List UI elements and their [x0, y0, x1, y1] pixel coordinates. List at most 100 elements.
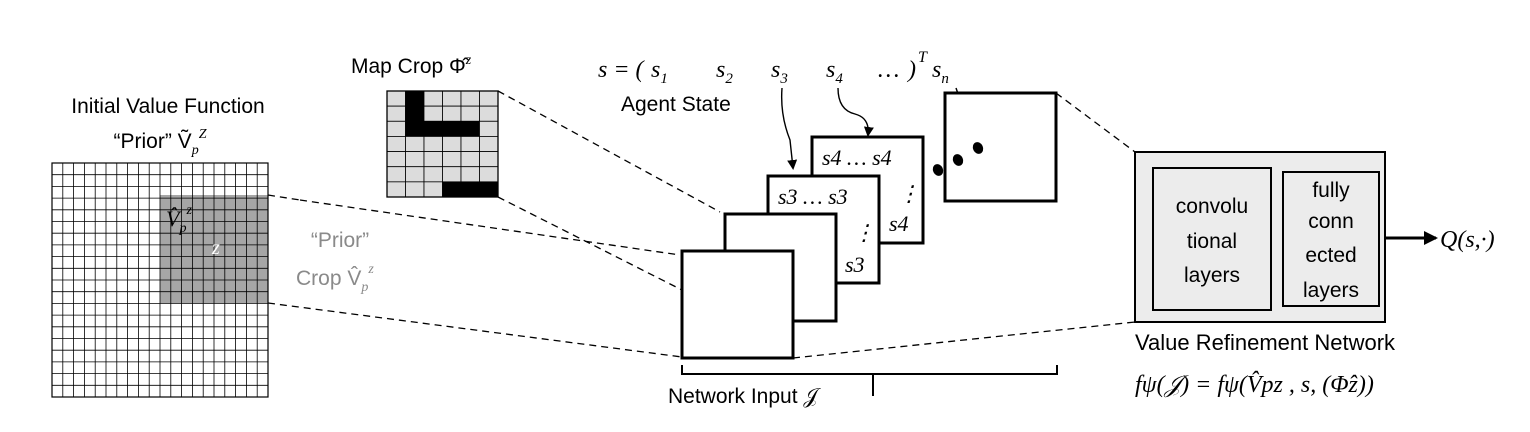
map-cell-obstacle	[423, 120, 443, 137]
prior-crop-label: “Prior” Crop V̂pz	[296, 229, 374, 295]
map-crop-label: Map Crop Φ̂z	[351, 53, 472, 78]
map-cell-free	[386, 120, 406, 137]
state-equation-suffix: )	[906, 57, 916, 83]
frame-s3-top: s3 … s3	[778, 184, 848, 209]
prior-crop-label-line2: Crop V̂pz	[296, 262, 374, 295]
prior-grid-border	[51, 162, 269, 398]
prior-crop-sym: V̂	[166, 206, 182, 231]
map-crop: Map Crop Φ̂z	[351, 53, 499, 198]
fc-label-3: ected	[1305, 244, 1356, 267]
fc-label-2: conn	[1308, 210, 1354, 233]
map-cell-obstacle	[479, 181, 499, 198]
map-cell-free	[423, 166, 443, 183]
map-cell-free	[460, 136, 480, 152]
map-cell-free	[442, 151, 462, 168]
prior-crop-sup: z	[185, 203, 192, 218]
frame-stack: s4 … s4 ⋮ s4 s3 … s3 ⋮ s3	[680, 91, 1058, 360]
prior-title-sup: Z	[199, 127, 207, 142]
map-cell-free	[423, 90, 443, 107]
ellipsis-dot-3	[972, 142, 984, 154]
map-cell-free	[442, 136, 462, 152]
map-cell-free	[479, 105, 499, 122]
ellipsis-dot-1	[932, 164, 944, 176]
state-transpose: T	[918, 49, 928, 66]
frame-s4-bottom: s4	[889, 211, 909, 236]
arrow-s3	[780, 87, 798, 170]
state-element: …	[878, 57, 899, 83]
frame-s3-bottom: s3	[845, 252, 865, 277]
map-cell-free	[386, 90, 406, 107]
conv-label-3: layers	[1184, 264, 1240, 287]
fc-label-4: layers	[1303, 279, 1359, 302]
map-cell-free	[423, 181, 443, 198]
map-crop-border	[386, 90, 499, 198]
frame-s4-dots: ⋮	[898, 181, 920, 206]
fc-layers-box	[1282, 171, 1380, 307]
map-cell-free	[386, 105, 406, 122]
prior-crop-symbol: V̂pz	[166, 203, 192, 236]
map-cell-free	[442, 105, 462, 122]
map-cell-free	[423, 136, 443, 152]
prior-crop-label-line1: “Prior”	[311, 229, 369, 252]
prior-title-sub: p	[191, 143, 199, 158]
map-connector-bottom	[497, 196, 683, 291]
network-connector-top	[1055, 92, 1136, 153]
value-refinement-network: convolu tional layers fully conn ected l…	[1134, 151, 1495, 398]
arrow-s4	[837, 87, 874, 137]
state-element: sn	[932, 57, 949, 87]
map-cell-free	[423, 151, 443, 168]
map-connector-top	[497, 90, 721, 213]
map-cell-free	[423, 105, 443, 122]
map-cell-free	[405, 181, 425, 198]
conv-layers-box	[1152, 167, 1272, 311]
prior-connectors	[267, 194, 683, 358]
map-cell-obstacle	[460, 120, 480, 137]
map-crop-label-text: Map Crop Φ̂	[351, 55, 470, 78]
agent-state-label: Agent State	[621, 93, 731, 116]
frame-s4-top: s4 … s4	[822, 145, 892, 170]
map-cell-free	[460, 166, 480, 183]
map-crop-label-sup: z	[465, 53, 472, 68]
network-output: Q(s,·)	[1440, 227, 1495, 253]
network-input-label: Network Input 𝒥	[668, 385, 821, 408]
prior-center-label: z	[211, 237, 220, 259]
map-cell-free	[479, 166, 499, 183]
state-element: s2	[716, 57, 733, 87]
map-cell-free	[405, 166, 425, 183]
map-cell-free	[460, 151, 480, 168]
map-cell-free	[460, 90, 480, 107]
network-input-bracket	[681, 365, 1058, 396]
map-cell-free	[405, 136, 425, 152]
bracket-shape	[681, 365, 1058, 375]
map-cell-obstacle	[442, 181, 462, 198]
map-cell-obstacle	[442, 120, 462, 137]
map-cell-free	[479, 90, 499, 107]
frame-map	[680, 249, 795, 360]
map-cell-obstacle	[405, 120, 425, 137]
map-cell-free	[460, 105, 480, 122]
prior-crop-label-sup: z	[367, 262, 374, 277]
network-connectors	[792, 92, 1136, 359]
prior-title-text: “Prior” Ṽ	[114, 129, 192, 153]
map-cell-free	[479, 120, 499, 137]
prior-crop-label-sub: p	[360, 280, 368, 295]
ellipsis-dot-2	[952, 154, 964, 166]
map-cell-free	[442, 90, 462, 107]
frame-s3-dots: ⋮	[853, 220, 875, 245]
prior-grid: V̂pz z	[51, 162, 269, 398]
map-cell-free	[442, 166, 462, 183]
fc-label-1: fully	[1312, 179, 1350, 202]
prior-connector-bottom	[267, 302, 683, 358]
map-cell-free	[386, 181, 406, 198]
map-cell-free	[479, 136, 499, 152]
prior-title: Initial Value Function “Prior” ṼpZ	[71, 95, 264, 158]
conv-label-1: convolu	[1176, 195, 1248, 218]
map-cell-obstacle	[405, 90, 425, 107]
prior-connector-top-a	[267, 194, 301, 201]
map-cell-obstacle	[405, 105, 425, 122]
state-equation-prefix: s = (	[598, 57, 646, 83]
frame-sn	[943, 91, 1058, 203]
